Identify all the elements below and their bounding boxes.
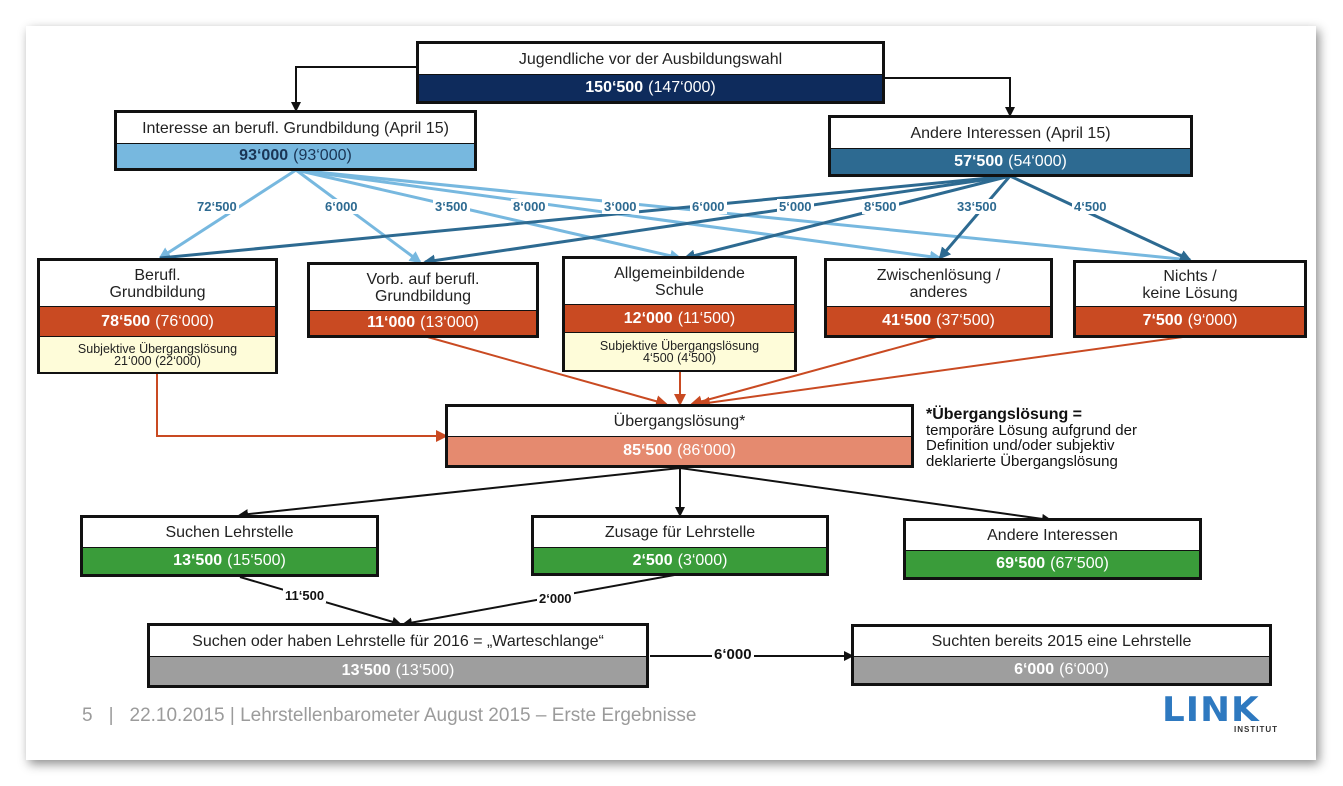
flow-interest-allg [295, 168, 682, 262]
note-head: *Übergangslösung = [926, 406, 1083, 423]
box-title: Suchten bereits 2015 eine Lehrstelle [854, 627, 1269, 656]
flow-other-allg [683, 174, 1011, 262]
flow-label: 4‘500 [1072, 199, 1109, 214]
box-value: 85‘500(86‘000) [448, 436, 911, 465]
flow-other-zwischen [938, 175, 1012, 260]
flow-label: 5‘000 [777, 199, 814, 214]
arrow-top-to-other [883, 77, 1015, 117]
box-uebergangsloesung: Übergangslösung* 85‘500(86‘000) [445, 404, 914, 468]
box-value: 13‘500(13‘500) [150, 656, 646, 685]
box-title: Andere Interessen [906, 521, 1199, 550]
box-title: Nichts /keine Lösung [1076, 263, 1304, 306]
logo-subtext: INSTITUT [1234, 725, 1278, 734]
box-title: Andere Interessen (April 15) [831, 118, 1190, 148]
flow-label: 2‘000 [537, 591, 574, 606]
box-nichts: Nichts /keine Lösung 7‘500(9‘000) [1073, 260, 1307, 338]
note-line: Definition und/oder subjektiv [926, 437, 1115, 454]
box-title: Zwischenlösung /anderes [827, 261, 1050, 306]
flow-label: 3‘000 [602, 199, 639, 214]
flow-interest-vorb [295, 168, 422, 264]
box-suchen-lehrstelle: Suchen Lehrstelle 13‘500(15‘500) [80, 515, 379, 577]
box-suchten-bereits: Suchten bereits 2015 eine Lehrstelle 6‘0… [851, 624, 1272, 686]
box-value: 7‘500(9‘000) [1076, 306, 1304, 335]
box-title: Vorb. auf berufl.Grundbildung [310, 265, 536, 310]
flow-label: 6‘000 [712, 646, 754, 663]
value-prev: (93‘000) [293, 147, 352, 164]
box-value: 11‘000(13‘000) [310, 310, 536, 335]
flow-label: 72‘500 [195, 199, 239, 214]
flow-other-berufl [159, 174, 1011, 260]
flow-other-vorb [423, 174, 1011, 267]
box-jugendliche: Jugendliche vor der Ausbildungswahl 150‘… [416, 41, 885, 104]
flow-label: 3‘500 [433, 199, 470, 214]
box-value: 2‘500(3‘000) [534, 547, 826, 573]
value-bold: 93‘000 [239, 147, 289, 164]
link-logo: LINK INSTITUT [1162, 690, 1280, 736]
box-interesse: Interesse an berufl. Grundbildung (April… [114, 110, 477, 171]
box-value: 6‘000(6‘000) [854, 656, 1269, 683]
box-andere-interessen-2: Andere Interessen 69‘500(67‘500) [903, 518, 1202, 580]
flow-nichts-uebergang [698, 335, 1191, 409]
value-bold: 150‘500 [585, 79, 644, 96]
flow-label: 33‘500 [955, 199, 999, 214]
flow-interest-berufl [158, 168, 297, 260]
arrow-uebergang-suchen [238, 467, 681, 520]
box-title: Interesse an berufl. Grundbildung (April… [117, 113, 474, 143]
box-berufl-grundbildung: Berufl.Grundbildung 78‘500(76‘000) Subje… [37, 258, 278, 374]
flow-zwischen-uebergang [690, 335, 941, 408]
footer-separator: | [108, 705, 114, 726]
flow-berufl-uebergang [156, 372, 448, 442]
flow-other-nichts [1009, 174, 1192, 262]
box-value: 41‘500(37‘500) [827, 306, 1050, 335]
box-title: Übergangslösung* [448, 407, 911, 436]
flow-label: 11‘500 [283, 588, 327, 603]
value-bold: 57‘500 [954, 152, 1004, 170]
box-value: 93‘000(93‘000) [117, 143, 474, 168]
box-warteschlange: Suchen oder haben Lehrstelle für 2016 = … [147, 623, 649, 688]
box-andere-interessen: Andere Interessen (April 15) 57‘500(54‘0… [828, 115, 1193, 177]
box-value: 69‘500(67‘500) [906, 550, 1199, 577]
footer-text: 22.10.2015 | Lehrstellenbarometer August… [129, 705, 697, 726]
box-zwischenloesung: Zwischenlösung /anderes 41‘500(37‘500) [824, 258, 1053, 338]
flow-label: 6‘000 [690, 199, 727, 214]
flow-label: 8‘000 [511, 199, 548, 214]
box-value: 13‘500(15‘500) [83, 547, 376, 574]
box-zusage-lehrstelle: Zusage für Lehrstelle 2‘500(3‘000) [531, 515, 829, 576]
value-prev: (147‘000) [648, 79, 716, 96]
arrow-uebergang-andere [679, 467, 1052, 524]
box-title: Berufl.Grundbildung [40, 261, 275, 306]
note-line: temporäre Lösung aufgrund der [926, 421, 1137, 439]
box-value: 150‘500(147‘000) [419, 74, 882, 101]
page-number: 5 [82, 705, 93, 726]
box-value: 12‘000(11‘500) [565, 304, 794, 332]
logo-text: LINK [1162, 690, 1260, 730]
box-value: 57‘500(54‘000) [831, 148, 1190, 174]
box-vorb-grundbildung: Vorb. auf berufl.Grundbildung 11‘000(13‘… [307, 262, 539, 338]
value-prev: (54‘000) [1008, 152, 1067, 170]
arrow-top-to-interest [291, 66, 418, 112]
definition-note: *Übergangslösung = temporäre Lösung aufg… [926, 407, 1206, 469]
box-title: Suchen Lehrstelle [83, 518, 376, 547]
box-title: Suchen oder haben Lehrstelle für 2016 = … [150, 626, 646, 656]
note-line: deklarierte Übergangslösung [926, 452, 1118, 470]
box-title: Jugendliche vor der Ausbildungswahl [419, 44, 882, 74]
box-title: Zusage für Lehrstelle [534, 518, 826, 547]
flow-vorb-uebergang [423, 335, 668, 408]
box-value: 78‘500(76‘000) [40, 306, 275, 336]
flow-label: 6‘000 [323, 199, 360, 214]
footer: 5 | 22.10.2015 | Lehrstellenbarometer Augu… [82, 705, 696, 727]
flow-label: 8‘500 [862, 199, 899, 214]
